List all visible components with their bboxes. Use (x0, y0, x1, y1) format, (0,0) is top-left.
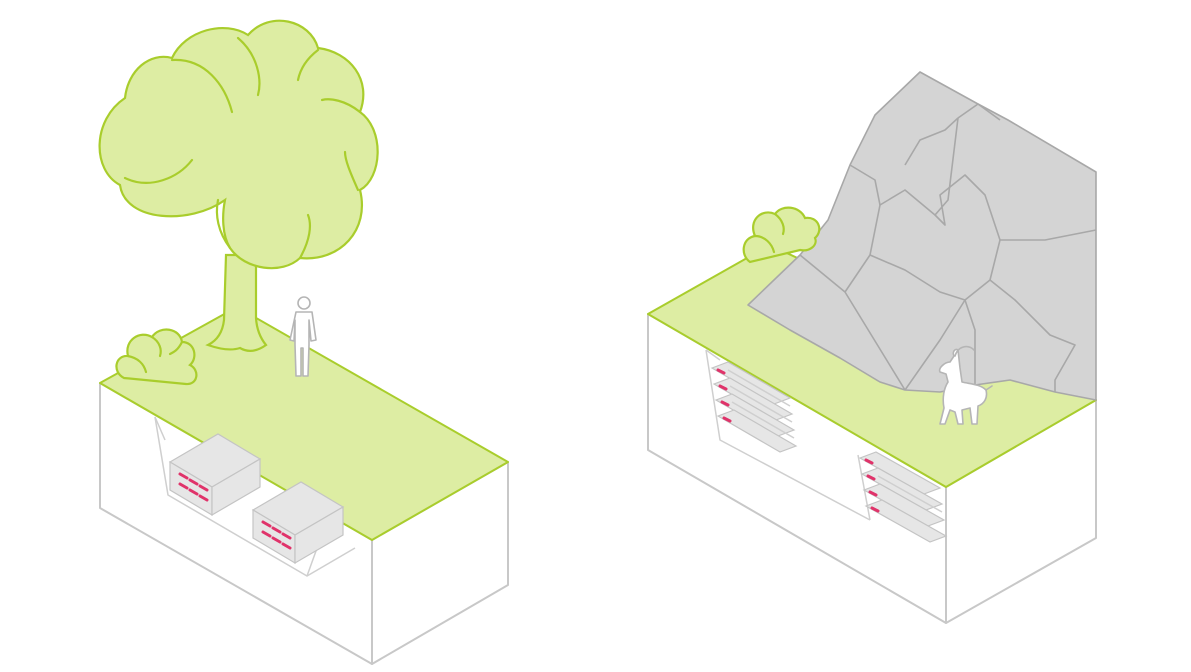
server-cabinet-icon (251, 481, 345, 565)
tree-icon (98, 19, 379, 352)
bush-icon (742, 206, 821, 264)
underground-cavity-right (705, 349, 871, 521)
person-icon (289, 296, 317, 377)
mountain-bunker-diagram (647, 71, 1097, 624)
server-rack-icon (858, 451, 948, 543)
server-rack-icon (710, 361, 798, 453)
tree-bunker-diagram (98, 19, 509, 665)
bush-icon (115, 328, 198, 386)
server-cabinet-icon (168, 433, 262, 517)
ground-surface-left (99, 306, 509, 541)
mountain-icon (747, 71, 1097, 401)
goat-icon (938, 345, 993, 425)
